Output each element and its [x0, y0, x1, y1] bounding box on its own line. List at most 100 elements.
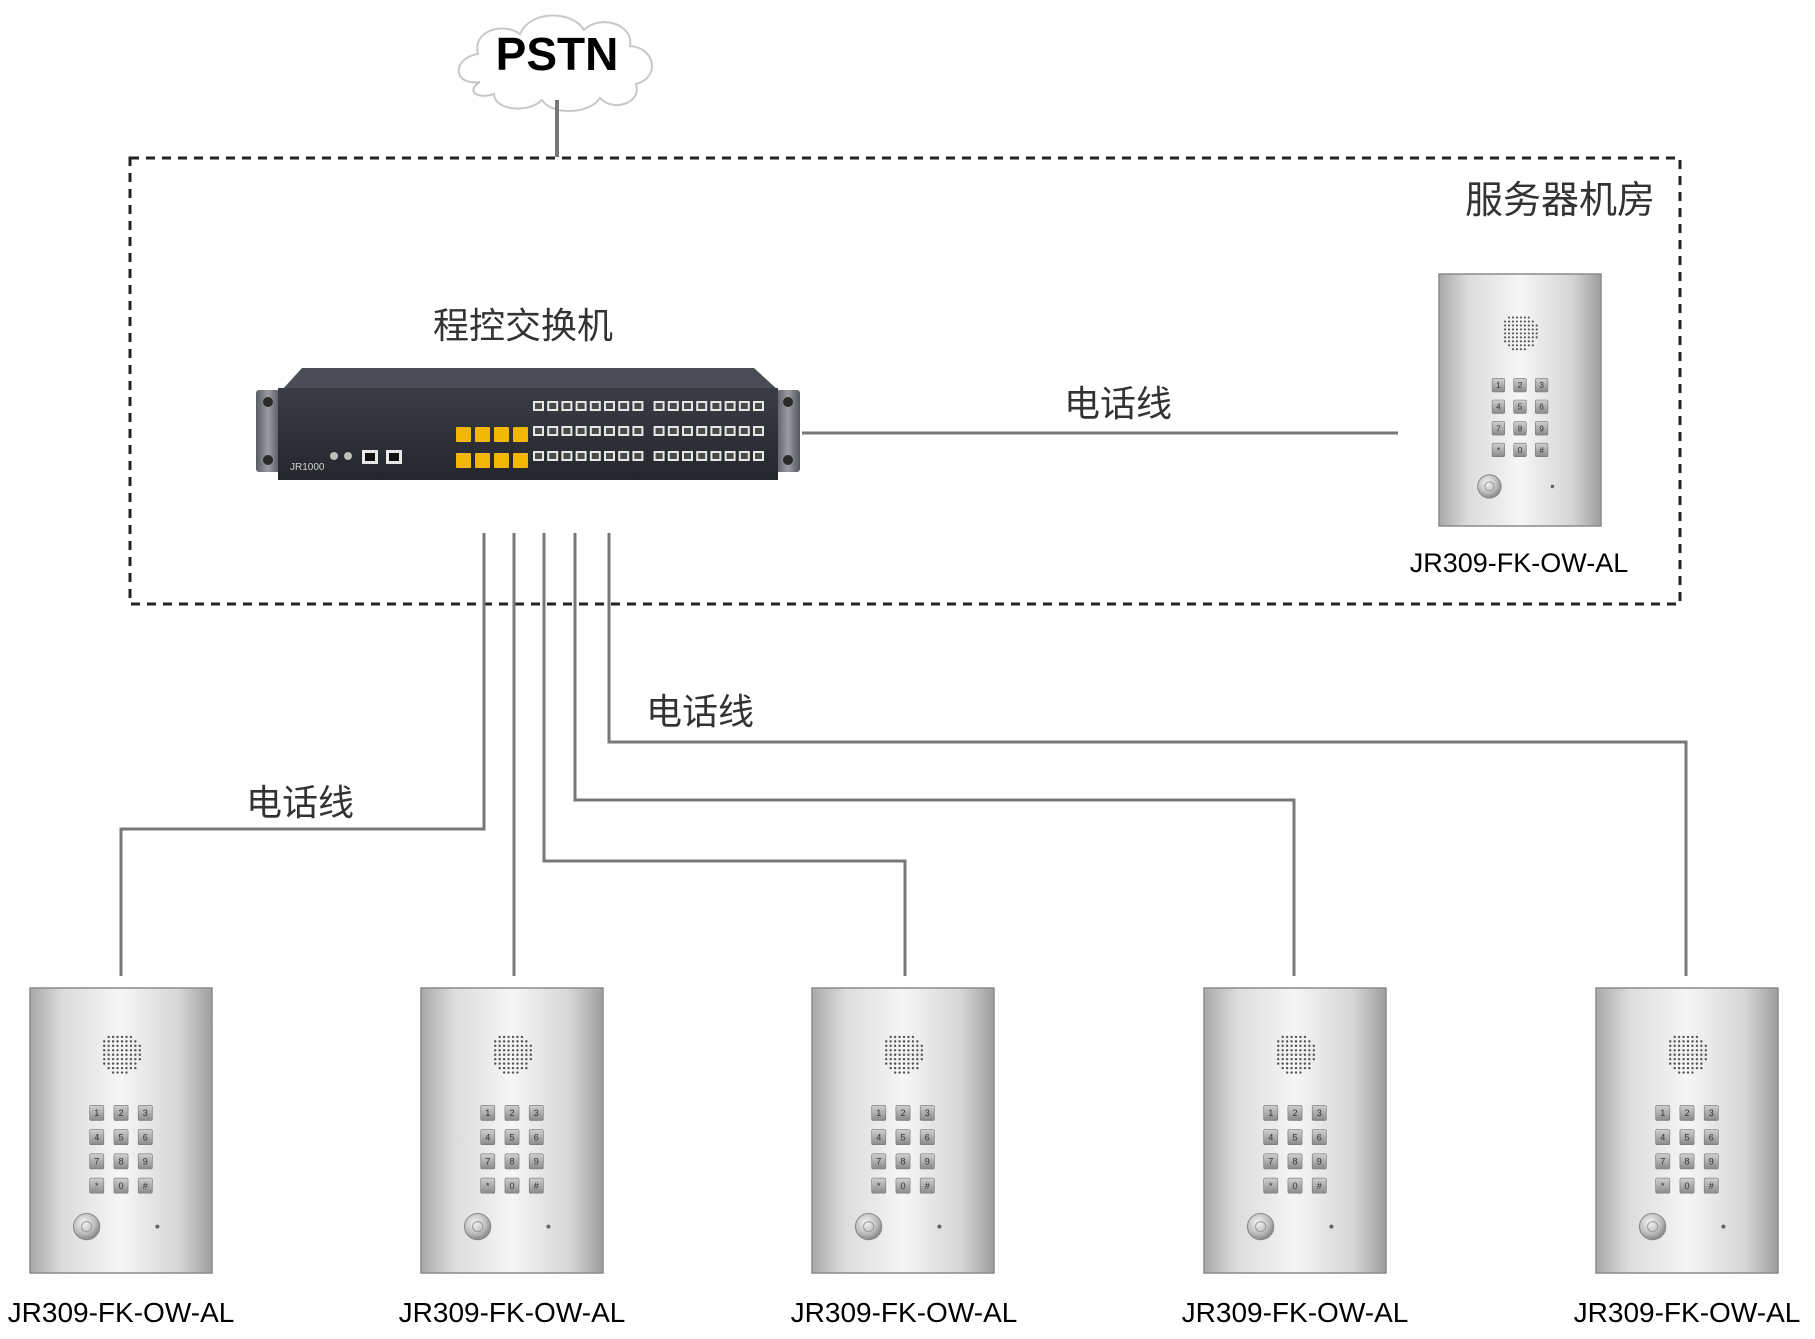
- keypad-key: [137, 1104, 153, 1121]
- keypad-key: [1263, 1177, 1279, 1194]
- trunk-port: [494, 427, 509, 442]
- keypad-key: [113, 1129, 129, 1146]
- svg-text:*: *: [95, 1181, 99, 1191]
- call-button-icon: [463, 1212, 492, 1241]
- svg-text:2: 2: [118, 1108, 123, 1118]
- field-phone-model-2: JR309-FK-OW-AL: [399, 1297, 626, 1328]
- keypad-key: [1703, 1104, 1719, 1121]
- keypad-key: [1263, 1104, 1279, 1121]
- power-led: [330, 452, 338, 460]
- microphone-icon: [937, 1224, 942, 1229]
- svg-text:8: 8: [509, 1157, 514, 1167]
- svg-text:5: 5: [509, 1132, 514, 1142]
- trunk-port: [475, 427, 490, 442]
- switch-model-label: JR1000: [290, 462, 325, 473]
- keypad-key: [1513, 399, 1527, 414]
- svg-text:4: 4: [1268, 1132, 1273, 1142]
- keypad-key: [1679, 1153, 1695, 1170]
- line-phone-3: [542, 533, 907, 976]
- keypad-key: [1491, 399, 1505, 414]
- room-line-label: 电话线: [1064, 384, 1172, 425]
- keypad-key: [528, 1104, 544, 1121]
- svg-text:#: #: [1317, 1181, 1323, 1191]
- keypad-key: [89, 1104, 105, 1121]
- svg-text:0: 0: [1292, 1181, 1297, 1191]
- call-button-icon: [1638, 1212, 1667, 1241]
- svg-text:6: 6: [1539, 403, 1544, 412]
- keypad-key: [1535, 421, 1549, 436]
- svg-text:6: 6: [1317, 1132, 1322, 1142]
- svg-text:*: *: [486, 1181, 490, 1191]
- svg-text:4: 4: [94, 1132, 99, 1142]
- svg-text:0: 0: [1684, 1181, 1689, 1191]
- left-line-label: 电话线: [246, 783, 354, 824]
- field-phone-model-4: JR309-FK-OW-AL: [1182, 1297, 1409, 1328]
- keypad-key: [528, 1129, 544, 1146]
- speaker-grille: [103, 1035, 142, 1074]
- keypad-key: [528, 1177, 544, 1194]
- keypad-key: [1655, 1129, 1671, 1146]
- microphone-icon: [1550, 484, 1555, 489]
- keypad-key: [528, 1153, 544, 1170]
- svg-text:6: 6: [925, 1132, 930, 1142]
- keypad-key: [1703, 1129, 1719, 1146]
- svg-text:8: 8: [1684, 1157, 1689, 1167]
- svg-text:7: 7: [485, 1157, 490, 1167]
- svg-text:#: #: [1539, 446, 1544, 455]
- keypad-key: [504, 1129, 520, 1146]
- svg-text:0: 0: [1518, 446, 1523, 455]
- keypad-key: [1311, 1104, 1327, 1121]
- keypad-key: [1311, 1153, 1327, 1170]
- keypad-key: [1287, 1104, 1303, 1121]
- keypad-key: [871, 1177, 887, 1194]
- svg-text:*: *: [1497, 446, 1501, 455]
- room-phone-model: JR309-FK-OW-AL: [1410, 548, 1629, 578]
- svg-text:2: 2: [509, 1108, 514, 1118]
- speaker-grille: [1277, 1035, 1316, 1074]
- right-line-label: 电话线: [646, 692, 754, 733]
- svg-text:2: 2: [900, 1108, 905, 1118]
- keypad-key: [1263, 1153, 1279, 1170]
- keypad-key: [895, 1153, 911, 1170]
- svg-text:9: 9: [1539, 424, 1544, 433]
- svg-text:8: 8: [118, 1157, 123, 1167]
- svg-text:3: 3: [534, 1108, 539, 1118]
- rack-ear-left: [256, 390, 280, 472]
- trunk-port: [456, 427, 471, 442]
- svg-text:2: 2: [1684, 1108, 1689, 1118]
- keypad-key: [89, 1153, 105, 1170]
- pstn-label: PSTN: [496, 28, 619, 80]
- keypad-key: [1491, 442, 1505, 458]
- line-phone-4: [573, 533, 1296, 976]
- switch-label: 程控交换机: [433, 306, 613, 347]
- speaker-grille: [885, 1035, 924, 1074]
- svg-text:0: 0: [900, 1181, 905, 1191]
- keypad-key: [1535, 442, 1549, 458]
- microphone-icon: [155, 1224, 160, 1229]
- call-button-icon: [72, 1212, 101, 1241]
- keypad-key: [113, 1177, 129, 1194]
- keypad-key: [895, 1129, 911, 1146]
- svg-text:5: 5: [1684, 1132, 1689, 1142]
- svg-text:9: 9: [534, 1157, 539, 1167]
- keypad-key: [871, 1104, 887, 1121]
- keypad-key: [1287, 1129, 1303, 1146]
- svg-text:5: 5: [900, 1132, 905, 1142]
- svg-text:0: 0: [509, 1181, 514, 1191]
- svg-text:3: 3: [143, 1108, 148, 1118]
- keypad-key: [1535, 378, 1549, 393]
- svg-text:#: #: [1709, 1181, 1715, 1191]
- keypad-key: [137, 1129, 153, 1146]
- microphone-icon: [1329, 1224, 1334, 1229]
- phone-lines: [119, 431, 1688, 976]
- svg-text:3: 3: [925, 1108, 930, 1118]
- keypad-key: [480, 1129, 496, 1146]
- keypad-key: [895, 1104, 911, 1121]
- server-room-boundary: [128, 156, 1682, 606]
- extension-port-group: [533, 401, 764, 461]
